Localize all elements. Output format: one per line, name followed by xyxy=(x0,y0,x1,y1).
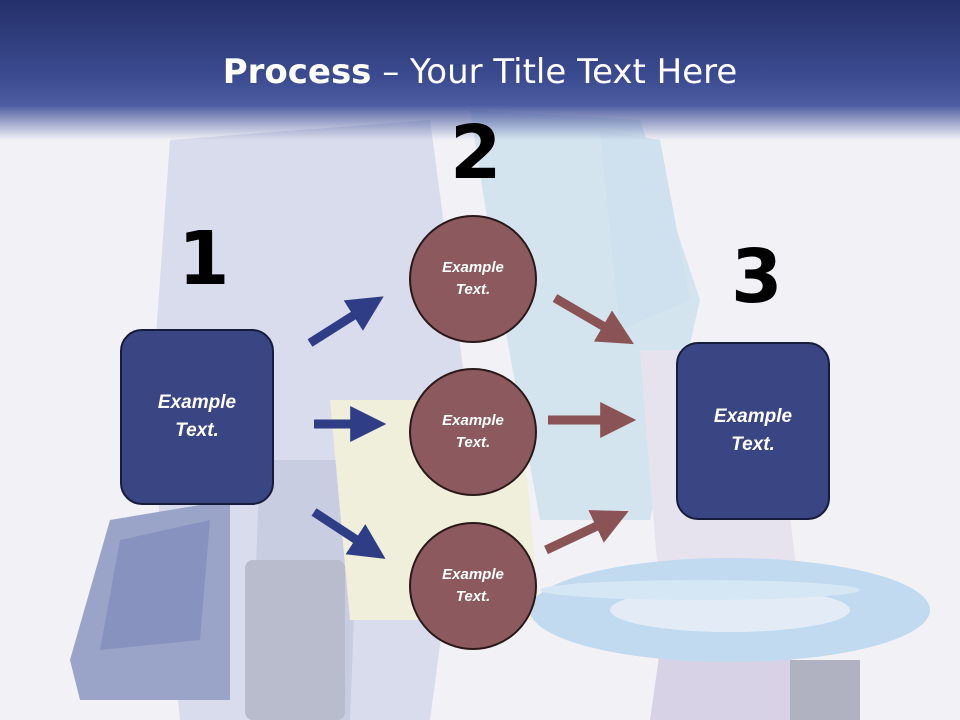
page-title: Process – Your Title Text Here xyxy=(0,52,960,92)
header-band xyxy=(0,0,960,140)
step-number-3: 3 xyxy=(731,234,783,320)
title-rest: – Your Title Text Here xyxy=(371,52,738,92)
step-number-2: 2 xyxy=(450,110,502,196)
step-number-1: 1 xyxy=(178,216,230,302)
title-bold: Process xyxy=(222,52,372,92)
